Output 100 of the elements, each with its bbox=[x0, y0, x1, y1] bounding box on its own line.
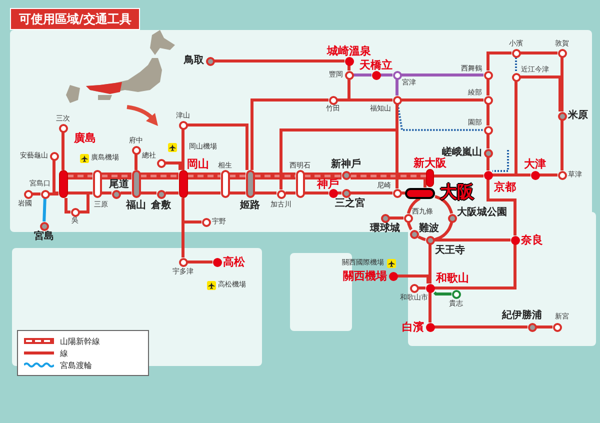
route-line bbox=[520, 76, 562, 112]
station-name: 大阪城公園 bbox=[457, 208, 507, 218]
route-line bbox=[428, 244, 432, 284]
shinkansen-line bbox=[187, 172, 221, 180]
route-line bbox=[434, 244, 516, 290]
route-line bbox=[402, 98, 484, 102]
dotted-route-line bbox=[515, 58, 517, 72]
station-name: 京都 bbox=[494, 182, 516, 192]
route-line bbox=[434, 174, 484, 178]
station-name: 環球城 bbox=[370, 224, 400, 234]
station-name: 城崎溫泉 bbox=[327, 46, 371, 56]
station-name: 紀伊勝浦 bbox=[502, 311, 542, 321]
route-line bbox=[348, 80, 392, 102]
station-name: 大津 bbox=[524, 158, 546, 170]
route-line bbox=[434, 326, 528, 328]
route-line bbox=[182, 130, 184, 170]
route-line bbox=[486, 158, 490, 170]
route-line bbox=[62, 132, 64, 170]
route-line bbox=[434, 222, 453, 241]
route-line bbox=[536, 326, 552, 328]
station-name: 天王寺 bbox=[435, 246, 465, 256]
legend-text: 線 bbox=[60, 348, 68, 358]
route-line bbox=[418, 235, 426, 241]
route-line bbox=[214, 60, 344, 62]
station-name: 廣島 bbox=[74, 132, 96, 144]
route-line bbox=[188, 260, 212, 264]
route-line bbox=[486, 52, 512, 70]
station-name: 嵯峨嵐山 bbox=[442, 148, 482, 158]
shinkansen-line bbox=[67, 172, 93, 180]
route-line bbox=[486, 104, 490, 126]
shinkansen-line bbox=[254, 172, 296, 180]
route-line bbox=[102, 192, 112, 194]
route-line bbox=[350, 192, 392, 194]
route-line bbox=[486, 134, 490, 148]
route-line bbox=[486, 180, 516, 236]
route-line bbox=[280, 104, 398, 190]
route-line bbox=[428, 292, 432, 322]
route-line bbox=[140, 192, 156, 194]
route-line bbox=[188, 124, 248, 170]
shinkansen-line bbox=[304, 172, 342, 180]
route-line bbox=[120, 192, 132, 194]
route-line bbox=[354, 74, 372, 76]
station-name: 尾道 bbox=[109, 180, 129, 190]
route-line bbox=[32, 192, 40, 196]
shinkansen-line bbox=[101, 172, 132, 180]
route-line bbox=[540, 174, 558, 176]
station-name: 天橋立 bbox=[360, 60, 392, 70]
route-line bbox=[402, 74, 484, 76]
route-line bbox=[560, 120, 564, 170]
route-line bbox=[396, 80, 398, 96]
route-line bbox=[434, 195, 453, 214]
route-line bbox=[80, 192, 92, 214]
map-title: 可使用區域/交通工具 bbox=[10, 8, 140, 30]
route-line bbox=[418, 286, 426, 290]
route-line bbox=[182, 198, 202, 224]
station-name: 奈良 bbox=[521, 234, 543, 246]
station-name: 高松 bbox=[223, 256, 245, 268]
route-line bbox=[434, 238, 510, 242]
route-line bbox=[390, 216, 404, 220]
route-line bbox=[486, 80, 490, 96]
route-line bbox=[250, 98, 328, 170]
station-name: 新神戶 bbox=[331, 160, 361, 170]
station-name: 宮島 bbox=[34, 232, 54, 242]
dotted-route-line bbox=[492, 150, 509, 172]
route-line bbox=[520, 52, 558, 54]
route-line bbox=[424, 178, 426, 188]
route-line bbox=[398, 274, 430, 284]
legend-text: 宮島渡輪 bbox=[60, 360, 92, 370]
station-name: 姬路 bbox=[240, 201, 260, 211]
station-name: 白濱 bbox=[402, 322, 424, 332]
station-name: 福山 bbox=[126, 201, 146, 211]
route-line bbox=[348, 66, 350, 70]
route-line bbox=[134, 154, 138, 170]
route-line bbox=[188, 192, 220, 194]
route-line bbox=[407, 222, 413, 230]
route-line bbox=[64, 198, 70, 214]
shinkansen-line bbox=[229, 172, 246, 180]
route-line bbox=[166, 192, 178, 194]
station-name: 米原 bbox=[568, 111, 588, 121]
legend-text: 山陽新幹線 bbox=[60, 336, 100, 346]
route-line bbox=[42, 198, 46, 222]
dotted-route-line bbox=[396, 104, 484, 131]
route-line bbox=[492, 82, 518, 176]
route-line bbox=[433, 291, 452, 296]
shinkansen-line bbox=[140, 172, 179, 180]
route-line bbox=[52, 160, 58, 194]
route-line bbox=[286, 192, 296, 194]
station-name: 倉敷 bbox=[151, 201, 171, 211]
station-name: 關西機場 bbox=[343, 270, 387, 282]
route-line bbox=[380, 74, 392, 76]
route-line bbox=[560, 58, 564, 112]
route-line bbox=[230, 192, 246, 194]
station-name: 鳥取 bbox=[184, 56, 204, 66]
shinkansen-line bbox=[350, 172, 426, 180]
station-name: 神戶 bbox=[317, 178, 339, 190]
station-name: 難波 bbox=[419, 224, 439, 234]
route-line bbox=[407, 197, 421, 214]
station-name: 新大阪 bbox=[414, 158, 446, 168]
station-name: 岡山 bbox=[187, 158, 209, 170]
route-line bbox=[166, 162, 182, 170]
